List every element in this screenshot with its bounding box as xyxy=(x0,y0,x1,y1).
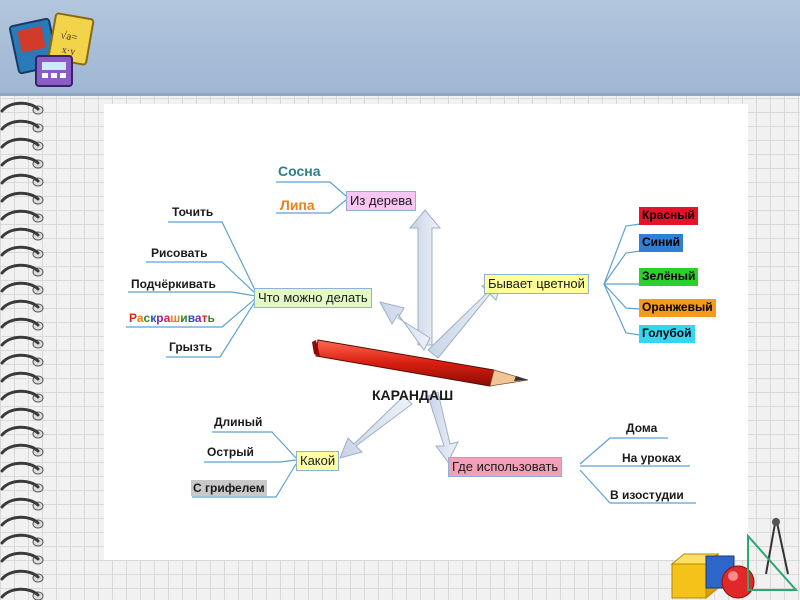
rainbow-letter: в xyxy=(188,311,195,325)
usage-item-nauroke: На уроках xyxy=(622,451,681,465)
action-item-podcherk: Подчёркивать xyxy=(131,277,216,291)
connector-sosna xyxy=(276,182,346,196)
kind-item-sgrifelem: С грифелем xyxy=(191,480,267,496)
color-item-krasny: Красный xyxy=(639,207,698,225)
kind-item-dliny: Длиный xyxy=(214,415,262,429)
connector-krasny xyxy=(604,224,640,284)
node-kind[interactable]: Какой xyxy=(296,451,339,471)
center-label: КАРАНДАШ xyxy=(372,388,453,402)
rainbow-letter: р xyxy=(156,311,163,325)
material-item-lipa: Липа xyxy=(280,198,315,212)
arrow-to-material xyxy=(410,210,440,345)
kind-item-ostry: Острый xyxy=(207,445,254,459)
pencil-illustration xyxy=(312,340,528,386)
material-item-sosna: Сосна xyxy=(278,164,321,178)
rainbow-letter: ь xyxy=(207,311,214,325)
rainbow-letter: Р xyxy=(129,311,137,325)
node-usage[interactable]: Где использовать xyxy=(448,457,562,477)
connector-podcherk xyxy=(128,292,256,296)
node-material[interactable]: Из дерева xyxy=(346,191,416,211)
rainbow-letter: и xyxy=(180,311,187,325)
connector-ostry xyxy=(204,460,296,462)
node-actions[interactable]: Что можно делать xyxy=(254,288,372,308)
action-item-raskrash: Раскрашивать xyxy=(129,311,215,325)
action-item-tochit: Точить xyxy=(172,205,213,219)
color-item-siny: Синий xyxy=(639,234,683,252)
action-item-risovat: Рисовать xyxy=(151,246,208,260)
connector-siny xyxy=(604,251,640,284)
action-item-gryzt: Грызть xyxy=(169,340,212,354)
color-item-goluboy: Голубой xyxy=(639,325,695,343)
usage-item-doma: Дома xyxy=(626,421,657,435)
node-colors[interactable]: Бывает цветной xyxy=(484,274,589,294)
geometry-decoration xyxy=(672,518,796,598)
color-item-zeleny: Зелёный xyxy=(639,268,698,286)
usage-item-izostudii: В изостудии xyxy=(610,488,684,502)
rainbow-letter: ш xyxy=(170,311,180,325)
connector-goluboy xyxy=(604,284,640,335)
rainbow-letter: а xyxy=(137,311,144,325)
rainbow-letter: а xyxy=(195,311,202,325)
arrow-to-kind xyxy=(340,396,412,458)
color-item-oranzh: Оранжевый xyxy=(639,299,716,317)
